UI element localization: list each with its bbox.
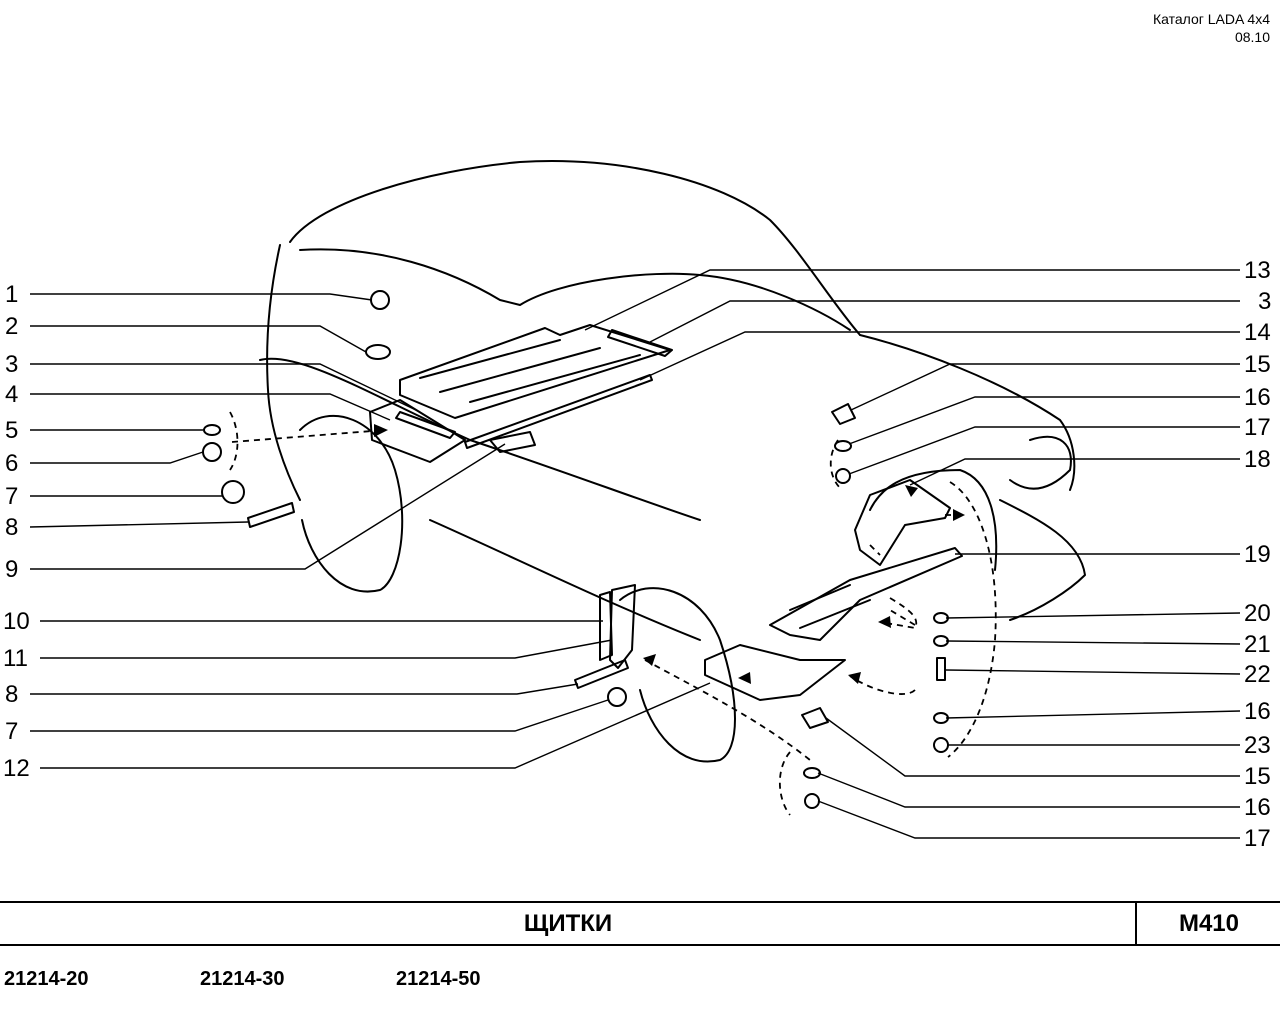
nut-6 bbox=[202, 442, 222, 462]
car-front-line bbox=[429, 519, 701, 641]
splash-shield-13 bbox=[399, 324, 671, 419]
callout-23: 23 bbox=[1244, 732, 1271, 759]
callout-22: 22 bbox=[1244, 661, 1271, 688]
callout-8: 8 bbox=[5, 514, 18, 541]
callout-12: 12 bbox=[3, 755, 30, 782]
callout-21: 21 bbox=[1244, 631, 1271, 658]
car-side-left bbox=[266, 244, 301, 501]
seal-strip-14 bbox=[464, 374, 653, 449]
catalog-name: Каталог LADA 4x4 bbox=[1152, 11, 1270, 27]
car-windshield bbox=[299, 248, 851, 331]
assembly-arrow-center bbox=[644, 659, 811, 761]
strip-8-upper bbox=[247, 502, 295, 528]
screw-17-lower bbox=[804, 793, 820, 809]
washer-20 bbox=[933, 612, 949, 624]
washer-16-lower bbox=[803, 767, 821, 779]
callout-14: 14 bbox=[1244, 319, 1271, 346]
clip-15-lower bbox=[801, 707, 829, 729]
left-wheel-arch bbox=[299, 414, 404, 593]
model-code-1: 21214-20 bbox=[4, 968, 89, 990]
assembly-arrow-left bbox=[231, 429, 386, 443]
car-grille bbox=[1009, 435, 1072, 490]
title-top-rule bbox=[0, 901, 1280, 903]
callout-8-lower: 8 bbox=[5, 681, 18, 708]
bracket-19 bbox=[769, 547, 963, 641]
catalog-date: 08.10 bbox=[1234, 29, 1270, 45]
car-hood bbox=[259, 357, 701, 521]
callout-17: 17 bbox=[1244, 414, 1271, 441]
callout-4: 4 bbox=[5, 381, 18, 408]
callout-15: 15 bbox=[1244, 351, 1271, 378]
bolt-1 bbox=[370, 290, 390, 310]
callout-6: 6 bbox=[5, 450, 18, 477]
car-roof-outline bbox=[289, 160, 861, 336]
washer-5 bbox=[203, 424, 221, 436]
callout-20: 20 bbox=[1244, 600, 1271, 627]
callout-16: 16 bbox=[1244, 384, 1271, 411]
callout-19: 19 bbox=[1244, 541, 1271, 568]
parts-diagram: 1 2 3 4 5 6 7 8 9 10 11 8 7 12 13 3 14 1… bbox=[3, 160, 1271, 852]
screw-17-upper bbox=[835, 468, 851, 484]
shield-10 bbox=[599, 591, 613, 661]
callout-3-right: 3 bbox=[1258, 288, 1271, 315]
model-code-3: 21214-50 bbox=[396, 968, 481, 990]
section-code: M410 bbox=[1178, 910, 1240, 937]
washer-16-mid bbox=[933, 712, 949, 724]
callout-5: 5 bbox=[5, 417, 18, 444]
callout-3: 3 bbox=[5, 351, 18, 378]
bolt-22 bbox=[936, 657, 946, 681]
callout-13: 13 bbox=[1244, 257, 1271, 284]
callout-18: 18 bbox=[1244, 446, 1271, 473]
washer-2 bbox=[365, 344, 391, 360]
seal-strip-3 bbox=[607, 329, 673, 357]
title-separator bbox=[1135, 903, 1137, 945]
callout-16-mid: 16 bbox=[1244, 698, 1271, 725]
shield-12 bbox=[704, 644, 846, 701]
callout-17-lower: 17 bbox=[1244, 825, 1271, 852]
shield-18 bbox=[854, 479, 951, 566]
washer-16-upper bbox=[834, 440, 852, 452]
washer-21 bbox=[933, 635, 949, 647]
callout-7: 7 bbox=[5, 483, 18, 510]
model-code-2: 21214-30 bbox=[200, 968, 285, 990]
callout-2: 2 bbox=[5, 313, 18, 340]
right-wheel-arch bbox=[619, 587, 736, 763]
car-bumper bbox=[999, 499, 1086, 621]
grommet-7-lower bbox=[607, 687, 627, 707]
callout-9: 9 bbox=[5, 556, 18, 583]
callout-16-lower: 16 bbox=[1244, 794, 1271, 821]
callout-1: 1 bbox=[5, 281, 18, 308]
section-title: ЩИТКИ bbox=[523, 910, 613, 937]
shield-11 bbox=[609, 584, 636, 669]
callout-10: 10 bbox=[3, 608, 30, 635]
grommet-7-upper bbox=[221, 480, 245, 504]
title-bottom-rule bbox=[0, 944, 1280, 946]
callout-11: 11 bbox=[3, 645, 28, 672]
screw-23 bbox=[933, 737, 949, 753]
callout-15-lower: 15 bbox=[1244, 763, 1271, 790]
car-hood-right bbox=[859, 334, 1076, 491]
clip-15-upper bbox=[831, 403, 856, 425]
strip-8-lower bbox=[574, 659, 629, 689]
callout-7-lower: 7 bbox=[5, 718, 18, 745]
catalog-header: Каталог LADA 4x4 08.10 bbox=[1153, 10, 1270, 46]
